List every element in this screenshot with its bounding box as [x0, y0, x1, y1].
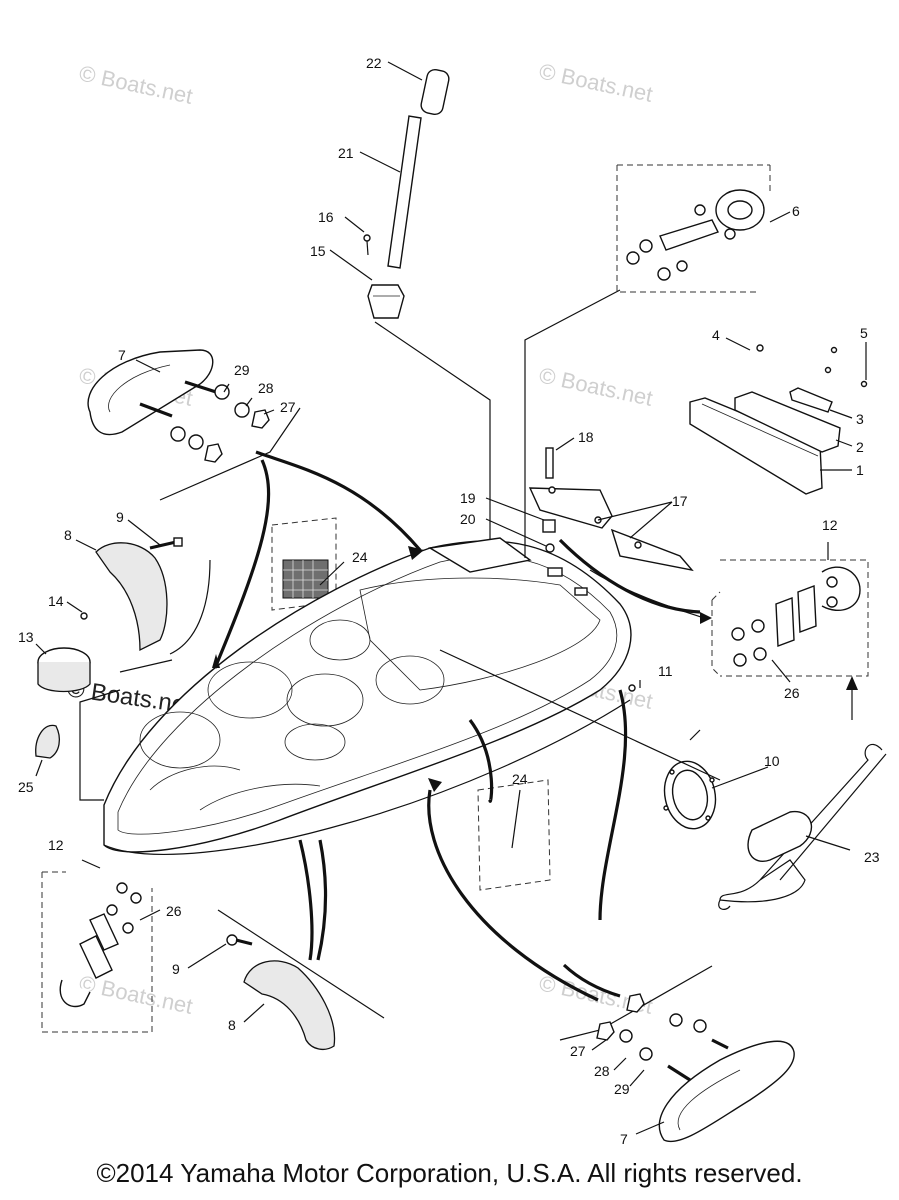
callout-6: 6	[792, 203, 800, 219]
callout-23: 23	[864, 849, 880, 865]
callout-5: 5	[860, 325, 868, 341]
leader-lines	[35, 61, 867, 1135]
callout-20: 20	[460, 511, 476, 527]
callout-8-left: 8	[64, 527, 72, 543]
callout-29-bottom: 29	[614, 1081, 630, 1097]
callout-25: 25	[18, 779, 34, 795]
callout-21: 21	[338, 145, 354, 161]
callout-13: 13	[18, 629, 34, 645]
callout-17: 17	[672, 493, 688, 509]
tie-down-strap	[718, 743, 887, 910]
callout-27-bottom: 27	[570, 1043, 586, 1059]
callout-3: 3	[856, 411, 864, 427]
storage-net-upper	[271, 517, 337, 611]
callout-9-bottom: 9	[172, 961, 180, 977]
grab-handle-top	[87, 349, 301, 501]
callout-4: 4	[712, 327, 720, 343]
callout-26-left: 26	[166, 903, 182, 919]
callout-8-bottom: 8	[228, 1017, 236, 1033]
watermark: © Boats.net	[537, 58, 655, 106]
callout-14: 14	[48, 593, 64, 609]
watermark: © Boats.net	[77, 970, 195, 1018]
callout-11: 11	[658, 663, 673, 679]
callout-28-top: 28	[258, 380, 274, 396]
tie-down-bracket-right	[711, 559, 869, 677]
callout-16: 16	[318, 209, 334, 225]
callout-24-upper: 24	[352, 549, 368, 565]
callout-27-top: 27	[280, 399, 296, 415]
callout-12-right: 12	[822, 517, 838, 533]
side-handle-left	[95, 537, 183, 652]
copyright-footer: ©2014 Yamaha Motor Corporation, U.S.A. A…	[96, 1158, 803, 1188]
storage-net-lower	[477, 779, 551, 891]
grab-handle-bottom	[559, 965, 795, 1143]
watermark: © Boats.net	[77, 60, 195, 108]
tie-down-group-6	[616, 164, 771, 293]
connector-lines	[119, 450, 858, 1002]
inspection-ring	[663, 760, 717, 830]
watermark: © Boats.net	[537, 362, 655, 410]
callout-7-bottom: 7	[620, 1131, 628, 1147]
lid-plates	[528, 447, 694, 572]
callout-19: 19	[460, 490, 476, 506]
callout-7-top: 7	[118, 347, 126, 363]
callout-1: 1	[856, 462, 864, 478]
callout-22: 22	[366, 55, 382, 71]
tie-down-bracket-left	[41, 871, 153, 1033]
nav-light	[35, 612, 91, 759]
callout-24-lower: 24	[512, 771, 528, 787]
boat-hull	[103, 537, 636, 855]
callout-10: 10	[764, 753, 780, 769]
callout-9-left: 9	[116, 509, 124, 525]
rail-strips	[689, 344, 868, 495]
callout-28-bottom: 28	[594, 1063, 610, 1079]
parts-diagram: © Boats.net © Boats.net © Boats.net © Bo…	[18, 55, 887, 1147]
callout-26-right: 26	[784, 685, 800, 701]
callout-18: 18	[578, 429, 594, 445]
callout-15: 15	[310, 243, 326, 259]
callout-29-top: 29	[234, 362, 250, 378]
pole-assembly	[363, 68, 450, 319]
callouts: 1 2 3 4 5 6 7 7 8 8 9 9 10 11 12 12 13 1…	[18, 55, 880, 1147]
callout-12-left: 12	[48, 837, 64, 853]
watermarks: © Boats.net © Boats.net © Boats.net © Bo…	[65, 58, 655, 1018]
callout-2: 2	[856, 439, 864, 455]
side-handle-bottom	[217, 909, 385, 1051]
